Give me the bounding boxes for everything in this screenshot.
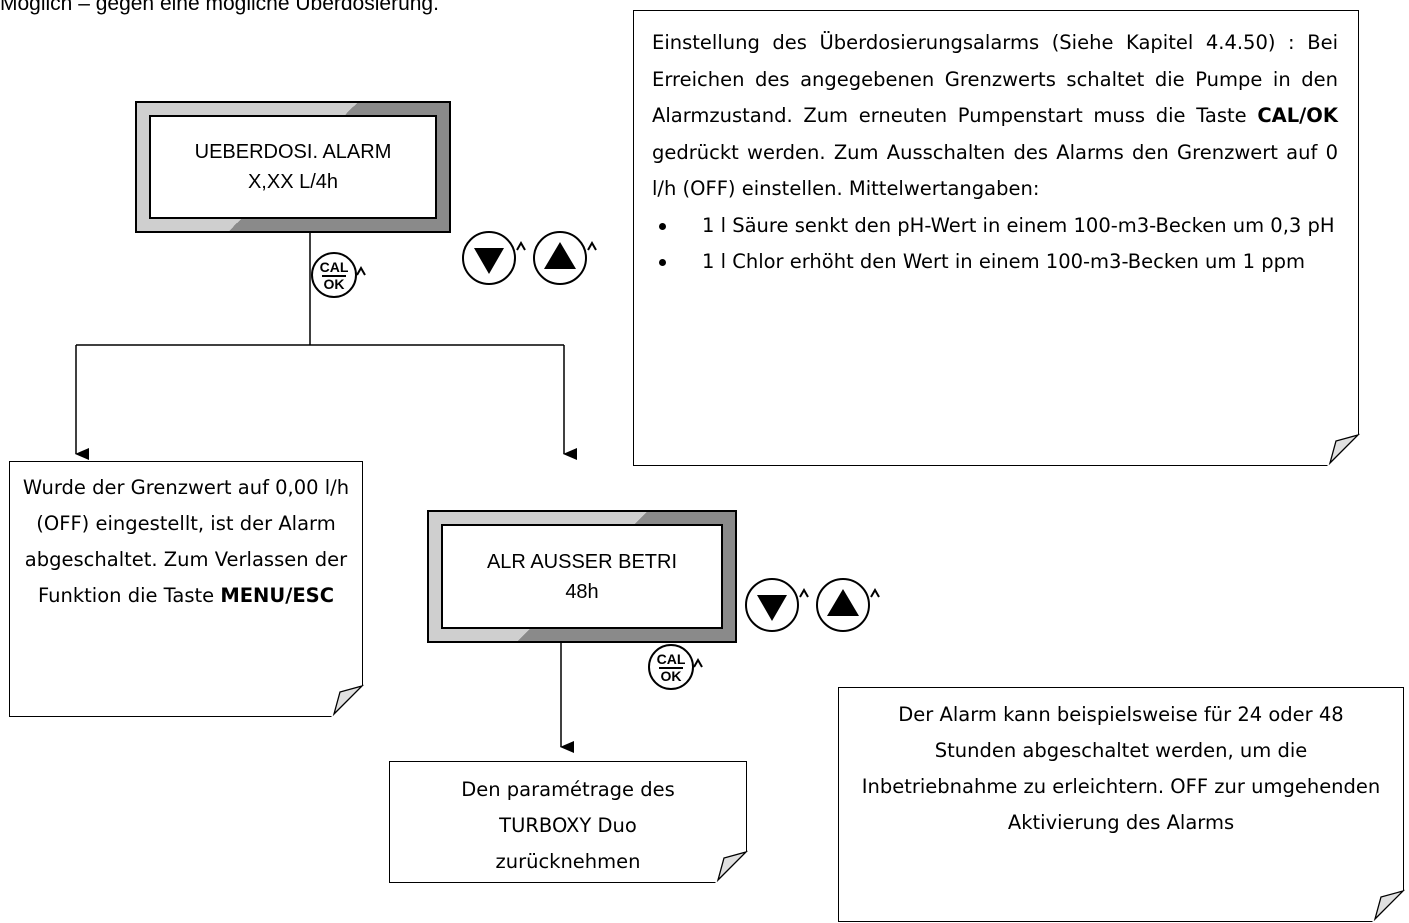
up-key-icon-2 xyxy=(816,578,880,632)
ok-label-2: OK xyxy=(661,668,682,684)
display-2-line-1: ALR AUSSER BETRI xyxy=(486,550,678,573)
display-1-line-2: X,XX L/4h xyxy=(247,171,339,193)
down-up-keys-2[interactable] xyxy=(737,569,897,639)
bullet-acid: 1 l Säure senkt den pH-Wert in einem 100… xyxy=(659,208,1338,245)
page-curl-icon-3 xyxy=(714,850,748,884)
top-fragment-text: Möglich – gegen eine mögliche Überdosier… xyxy=(0,0,439,15)
cal-label: CAL xyxy=(320,259,349,275)
display-2-line-2: 48h xyxy=(565,580,599,603)
display-overdose-alarm: UEBERDOSI. ALARM X,XX L/4h xyxy=(135,101,451,233)
down-up-keys[interactable] xyxy=(454,222,614,292)
display-alarm-out-of-service: ALR AUSSER BETRI 48h xyxy=(427,510,737,643)
down-key-icon xyxy=(462,231,526,285)
ok-label: OK xyxy=(324,276,345,292)
page-curl-icon-2 xyxy=(330,684,364,718)
reset-parameters-note: Den paramétrage des TURBOXY Duo zurückne… xyxy=(389,761,748,884)
up-key-icon xyxy=(533,231,597,285)
cal-ok-key[interactable]: CAL OK xyxy=(310,250,370,302)
alarm-deactivation-note: Der Alarm kann beispielsweise für 24 ode… xyxy=(838,687,1405,923)
display-1-line-1: UEBERDOSI. ALARM xyxy=(194,141,392,163)
overdose-alarm-paragraph: Einstellung des Überdosierungsalarms (Si… xyxy=(652,31,1338,200)
down-key-icon-2 xyxy=(745,578,809,632)
page-curl-icon xyxy=(1326,433,1360,467)
bullet-chlorine: 1 l Chlor erhöht den Wert in einem 100-m… xyxy=(659,244,1338,281)
limit-off-note: Wurde der Grenzwert auf 0,00 l/h (OFF) e… xyxy=(9,461,364,718)
menu-esc-bold: MENU/ESC xyxy=(220,584,335,607)
cal-ok-key-2[interactable]: CAL OK xyxy=(647,642,707,694)
overdose-alarm-note: Einstellung des Überdosierungsalarms (Si… xyxy=(633,10,1360,467)
cal-ok-bold: CAL/OK xyxy=(1257,104,1338,127)
average-values-list: 1 l Säure senkt den pH-Wert in einem 100… xyxy=(652,208,1338,281)
page-curl-icon-4 xyxy=(1371,889,1405,923)
cal-label-2: CAL xyxy=(657,651,686,667)
